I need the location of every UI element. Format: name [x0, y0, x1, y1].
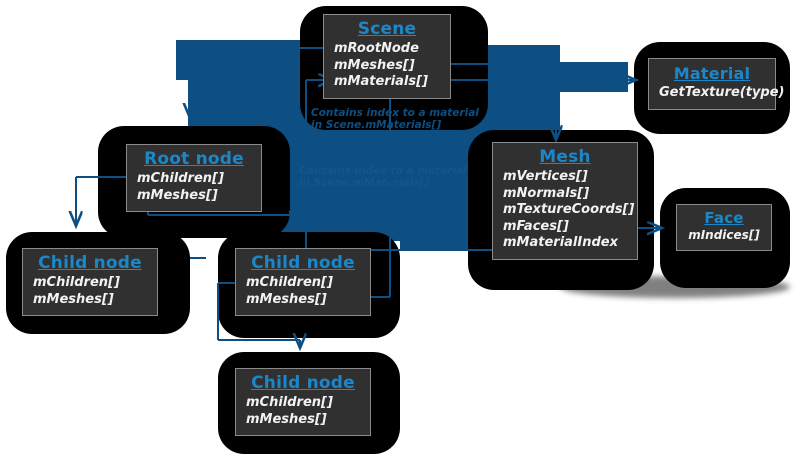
node-root-node-fields: mChildren[] mMeshes[] — [137, 171, 251, 204]
field-gettexture: GetTexture(type) — [659, 85, 785, 100]
field-mvertices: mVertices[] — [503, 169, 588, 184]
node-child-node-bottom[interactable]: Child node mChildren[] mMeshes[] — [235, 368, 371, 436]
field-mnormals: mNormals[] — [503, 185, 590, 201]
field-mmaterialindex: mMaterialIndex — [503, 235, 618, 250]
node-face-fields: mIndices[] — [687, 228, 761, 243]
field-mmeshes: mMeshes[] — [246, 411, 327, 427]
field-mmeshes: mMeshes[] — [137, 187, 218, 203]
node-child-node-left-fields: mChildren[] mMeshes[] — [33, 275, 147, 308]
field-mchildren: mChildren[] — [33, 275, 120, 290]
field-mtexturecoords: mTextureCoords[] — [503, 202, 635, 217]
node-material-fields: GetTexture(type) — [659, 85, 785, 102]
material-index-note: Contains index to a material in Scene.mM… — [311, 107, 479, 131]
field-mmeshes: mMeshes[] — [334, 57, 415, 73]
material-index-note-ghost: Contains index to a material in Scene.mM… — [299, 165, 467, 189]
node-material[interactable]: Material GetTexture(type) — [648, 58, 785, 110]
node-mesh-title: Mesh — [539, 147, 591, 167]
node-child-node-bottom-title: Child node — [251, 373, 355, 393]
field-mmeshes: mMeshes[] — [33, 291, 114, 307]
field-mchildren: mChildren[] — [246, 395, 333, 410]
node-root-node[interactable]: Root node mChildren[] mMeshes[] — [126, 144, 262, 212]
node-mesh-fields: mVertices[] mNormals[] mTextureCoords[] … — [503, 169, 635, 252]
node-child-node-middle[interactable]: Child node mChildren[] mMeshes[] — [235, 248, 371, 316]
node-scene-title: Scene — [357, 19, 417, 39]
node-child-node-middle-title: Child node — [251, 253, 355, 273]
node-material-title: Material — [673, 64, 751, 83]
node-child-node-bottom-fields: mChildren[] mMeshes[] — [246, 395, 360, 428]
node-child-node-left-title: Child node — [38, 253, 142, 273]
node-root-node-title: Root node — [144, 149, 244, 169]
node-face[interactable]: Face mIndices[] — [676, 204, 772, 251]
node-child-node-left[interactable]: Child node mChildren[] mMeshes[] — [22, 248, 158, 316]
node-scene[interactable]: Scene mRootNode mMeshes[] mMaterials[] — [323, 14, 451, 99]
node-face-title: Face — [704, 209, 744, 227]
node-scene-fields: mRootNode mMeshes[] mMaterials[] — [334, 41, 440, 91]
field-mmaterials: mMaterials[] — [334, 74, 429, 89]
field-mmeshes: mMeshes[] — [246, 291, 327, 307]
field-mchildren: mChildren[] — [137, 171, 224, 186]
field-mchildren: mChildren[] — [246, 275, 333, 290]
node-child-node-middle-fields: mChildren[] mMeshes[] — [246, 275, 360, 308]
field-mfaces: mFaces[] — [503, 218, 569, 234]
node-mesh[interactable]: Mesh mVertices[] mNormals[] mTextureCoor… — [492, 142, 638, 260]
field-mrootnode: mRootNode — [334, 41, 419, 56]
field-mindices: mIndices[] — [688, 228, 760, 242]
